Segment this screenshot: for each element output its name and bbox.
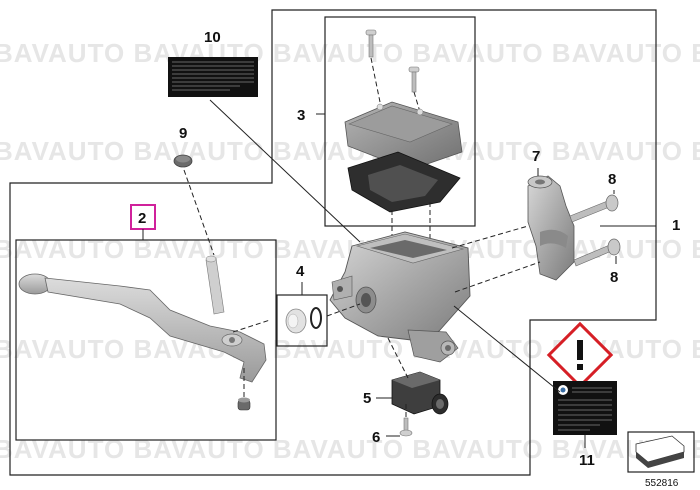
assembly-line <box>451 225 529 249</box>
brake-light-switch-5 <box>391 371 449 415</box>
leader-10 <box>209 99 361 243</box>
callout-10[interactable]: 10 <box>204 29 221 46</box>
assembly-line <box>326 303 361 317</box>
seal-4 <box>285 307 322 334</box>
diagram-number: 552816 <box>645 478 679 489</box>
callout-4[interactable]: 4 <box>296 263 305 280</box>
callout-2[interactable]: 2 <box>138 210 146 227</box>
clamp-bolt-8-lower <box>573 238 621 267</box>
warning-hazard-icon <box>546 321 614 389</box>
clamp-bolt-8-upper <box>569 194 619 223</box>
watermark-row: BAVAUTO BAVAUTO BAVAUTO BAVAUTO BAVAUTO … <box>0 434 700 464</box>
cap-screw <box>408 66 420 93</box>
reference-frame <box>627 431 695 473</box>
brake-lever-2 <box>18 255 267 411</box>
cap-screw <box>365 29 377 58</box>
rubber-cap-9 <box>173 154 193 168</box>
callout-7[interactable]: 7 <box>532 148 540 165</box>
watermark-row: BAVAUTO BAVAUTO BAVAUTO BAVAUTO BAVAUTO … <box>0 38 700 68</box>
view-direction-icon <box>635 435 685 468</box>
assembly-line <box>454 261 541 293</box>
assembly-frame <box>9 9 657 476</box>
label-11 <box>553 381 617 435</box>
lever-frame <box>15 239 277 441</box>
callout-5[interactable]: 5 <box>363 390 371 407</box>
screw-6 <box>399 417 413 437</box>
callout-9[interactable]: 9 <box>179 125 187 142</box>
reservoir-cap-3 <box>344 29 463 250</box>
sticker-10 <box>168 57 258 97</box>
callout-1[interactable]: 1 <box>672 217 680 234</box>
cap-frame <box>324 16 476 227</box>
callout-11[interactable]: 11 <box>579 452 595 469</box>
callout-8-lower[interactable]: 8 <box>610 269 618 286</box>
callout-8-upper[interactable]: 8 <box>608 171 616 188</box>
handlebar-clamp-7 <box>527 175 575 281</box>
leader-11-to-body <box>453 305 561 393</box>
leader-9-dashed <box>183 169 215 256</box>
callout-3[interactable]: 3 <box>297 107 305 124</box>
master-cylinder-body-1 <box>329 231 471 363</box>
assembly-line <box>232 319 271 333</box>
callout-6[interactable]: 6 <box>372 429 380 446</box>
